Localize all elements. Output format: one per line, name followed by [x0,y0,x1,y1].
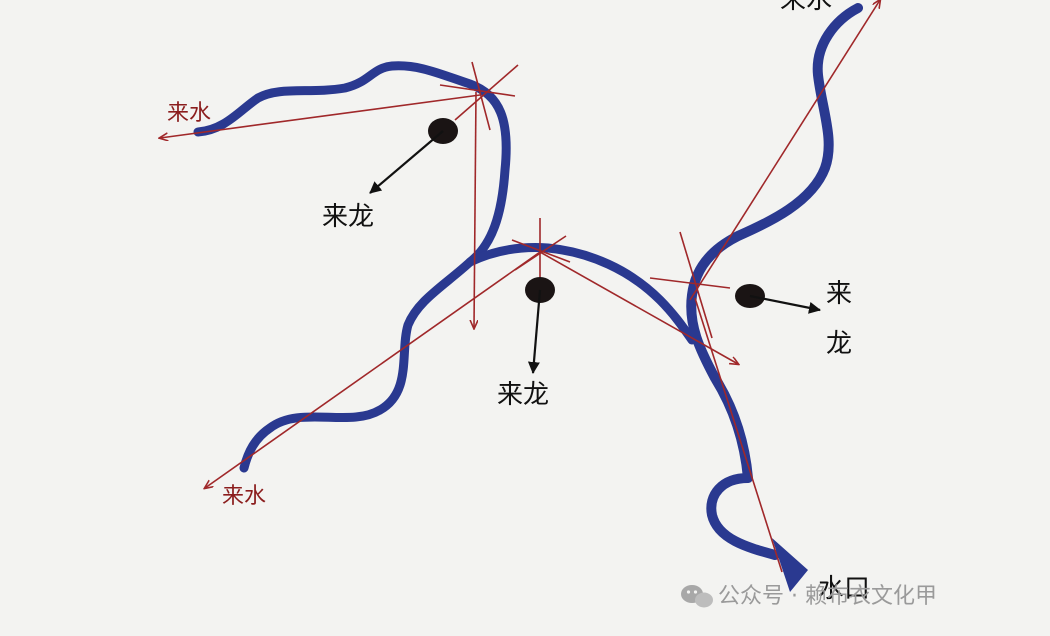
watermark-text: 公众号 · 赖布衣文化甲 [718,584,937,609]
label-dragon-left: 来龙 [322,202,374,232]
label-water-bottom-left: 来水 [222,484,266,509]
watermark: 公众号 · 赖布衣文化甲 [681,584,937,609]
label-dragon-center: 来龙 [497,380,549,410]
label-water-outlet: 水口 [818,574,870,604]
dragon-arrow-left [369,130,444,194]
outlet-arrowhead [772,538,808,592]
dragon-arrow-center [527,289,542,374]
wechat-icon [681,585,713,608]
label-water-top-right: 来水 [780,0,832,15]
label-dragon-right-1: 来 [826,279,852,309]
label-dragon-right-2: 龙 [826,329,852,359]
river-right [686,3,863,560]
label-water-top-left: 来水 [167,101,211,126]
dragon-arrow-right [749,294,821,314]
red-lines [160,0,880,573]
river-center-arch [465,243,697,345]
river-main [193,61,511,473]
dragon-markers [369,118,821,374]
